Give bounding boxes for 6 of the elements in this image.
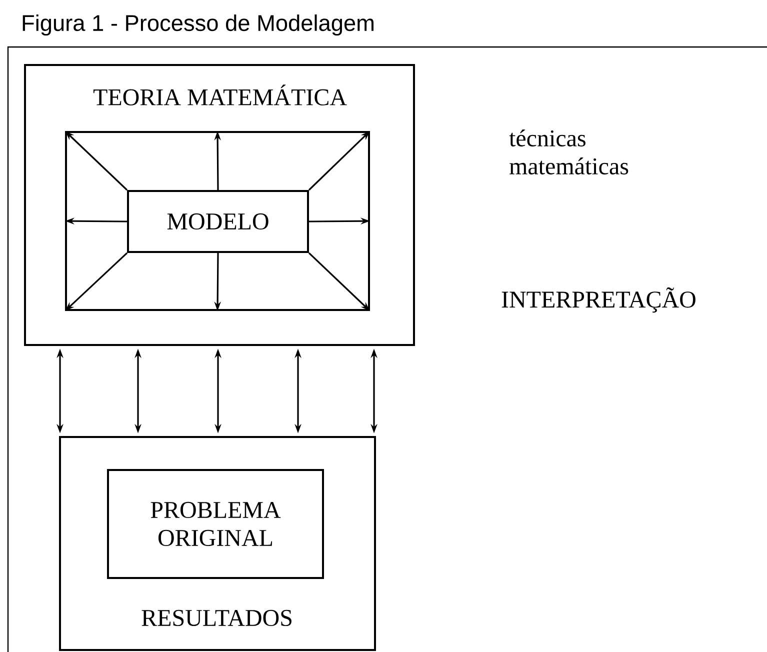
side-label: técnicas matemáticas — [509, 130, 628, 174]
figure-title: Figura 1 - Processo de Modelagem — [22, 14, 374, 36]
side-label: INTERPRETAÇÃO — [502, 287, 696, 313]
problem-box: PROBLEMA ORIGINAL — [107, 469, 324, 579]
inner-box — [65, 131, 370, 311]
model-box: MODELO — [127, 190, 309, 253]
